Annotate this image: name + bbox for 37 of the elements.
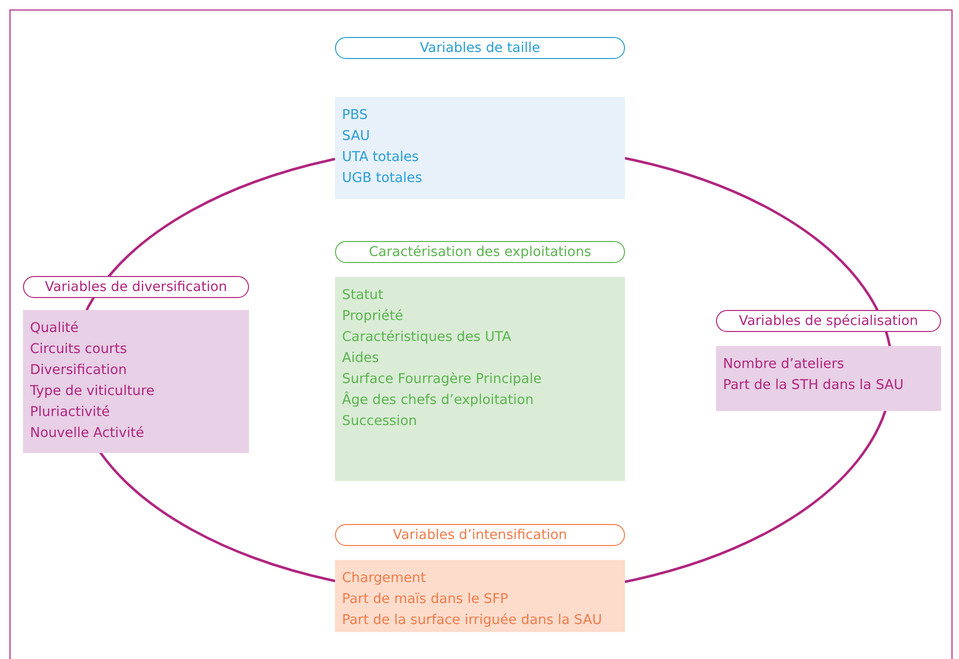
variable-list-box — [716, 346, 941, 411]
list-item: Succession — [342, 412, 418, 431]
list-item: Caractéristiques des UTA — [342, 328, 512, 347]
list-item: Circuits courts — [30, 340, 128, 359]
list-item: UTA totales — [342, 148, 420, 167]
heading-text: Variables de spécialisation — [738, 313, 918, 329]
list-item: Qualité — [30, 319, 80, 338]
list-item: Part de la STH dans la SAU — [723, 376, 905, 395]
list-item: Pluriactivité — [30, 403, 111, 422]
heading-pill — [335, 241, 625, 263]
heading-pill — [335, 37, 625, 59]
variable-list-box — [335, 277, 625, 481]
list-item: Nouvelle Activité — [30, 424, 146, 443]
list-item: PBS — [342, 106, 369, 125]
variable-list-box — [23, 310, 249, 453]
list-item: Type de viticulture — [30, 382, 156, 401]
heading-pill — [716, 310, 941, 332]
list-item: Part de maïs dans le SFP — [342, 590, 510, 609]
list-item: Âge des chefs d’exploitation — [342, 390, 535, 410]
heading-text: Caractérisation des exploitations — [368, 244, 592, 260]
heading-text: Variables d’intensification — [392, 527, 568, 543]
list-item: Part de la surface irriguée dans la SAU — [342, 611, 603, 630]
variable-list-box — [335, 97, 625, 199]
list-item: Aides — [342, 349, 380, 368]
list-item: SAU — [342, 127, 371, 146]
list-item: Propriété — [342, 307, 404, 326]
list-item: Diversification — [30, 361, 128, 380]
list-item: Surface Fourragère Principale — [342, 370, 543, 389]
heading-pill — [335, 524, 625, 546]
variable-list-box — [335, 560, 625, 632]
list-item: Nombre d’ateliers — [723, 355, 846, 374]
heading-pill — [23, 276, 249, 298]
list-item: Chargement — [342, 569, 427, 588]
list-item: UGB totales — [342, 169, 424, 188]
heading-text: Variables de taille — [420, 40, 540, 56]
heading-text: Variables de diversification — [44, 279, 228, 295]
list-item: Statut — [342, 286, 384, 305]
